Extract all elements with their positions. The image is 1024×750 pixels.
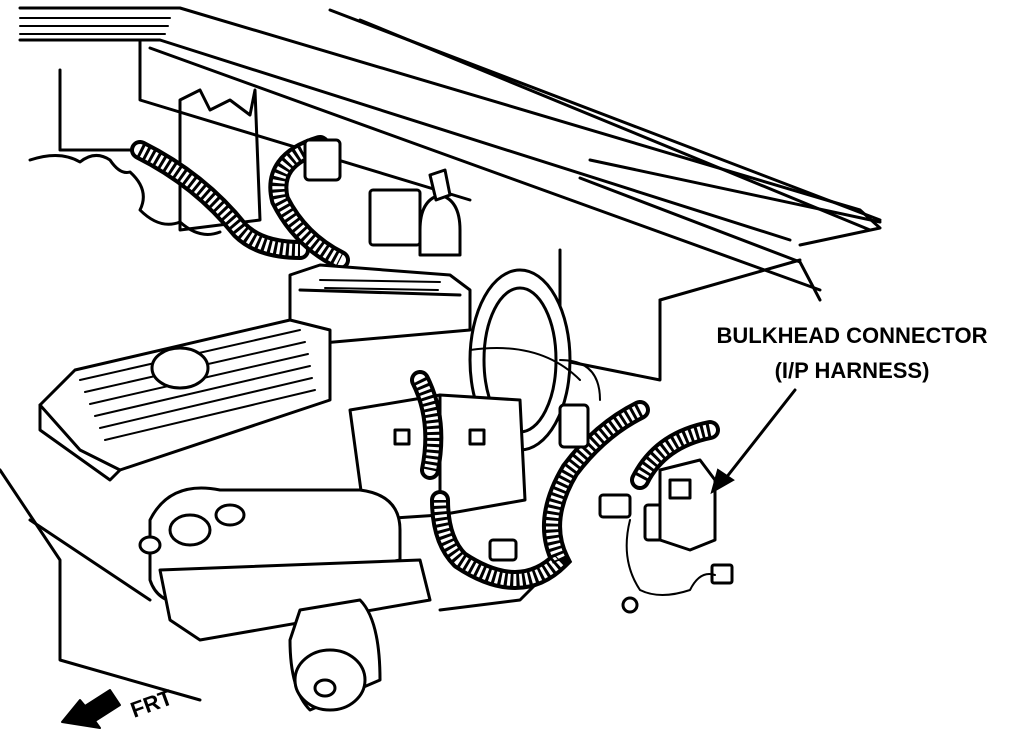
bulkhead-label-line2: (I/P HARNESS) (775, 358, 930, 383)
starter-motor (288, 598, 382, 712)
lower-harness-loom (410, 370, 720, 590)
upper-harness-loom (130, 135, 350, 270)
bulkhead-connector (658, 458, 717, 552)
exhaust-manifold (138, 486, 432, 642)
cowl-panel (18, 6, 882, 302)
bulkhead-label-line1: BULKHEAD CONNECTOR (717, 323, 988, 348)
arrow-left-down-icon (61, 689, 121, 729)
valve-cover (38, 318, 332, 482)
top-connectors (303, 138, 462, 257)
front-label: FRT (127, 684, 176, 722)
leader-arrow-icon (710, 388, 797, 495)
firewall (28, 88, 802, 382)
